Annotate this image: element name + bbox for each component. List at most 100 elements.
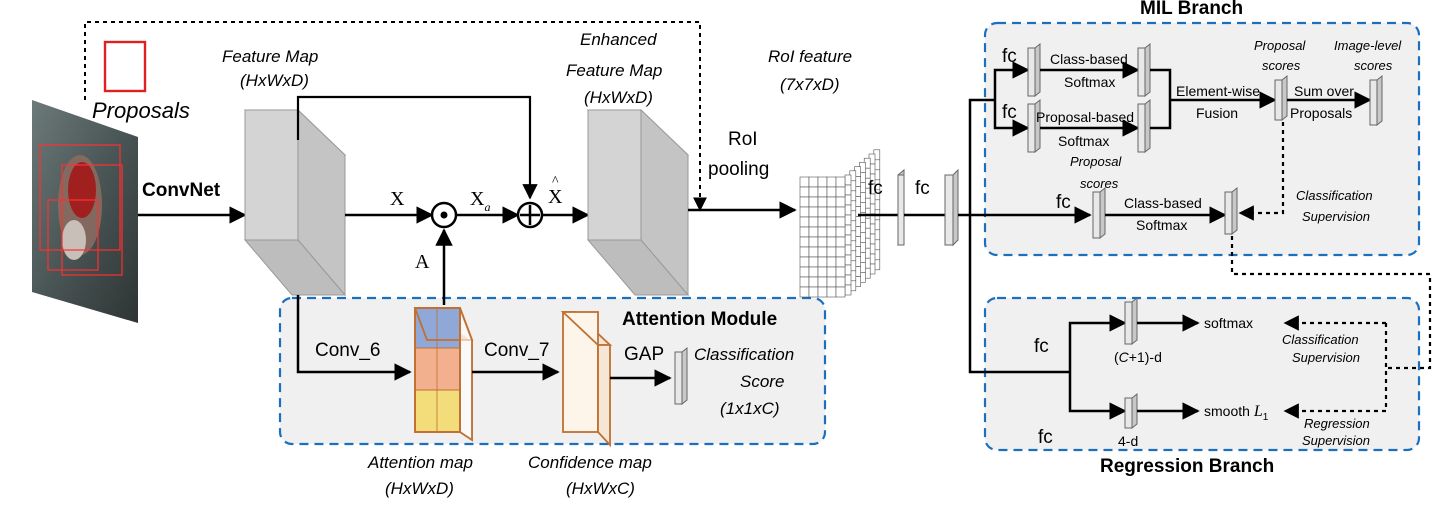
roi-grid-cell [835, 276, 846, 288]
roi-grid-cell [826, 216, 837, 228]
sum-proposals-label: Proposals [1290, 105, 1352, 121]
proposal-scores-label-2: scores [1262, 58, 1301, 73]
elementwise-add-icon [516, 201, 544, 229]
roi-grid-cell [817, 186, 828, 198]
mil-fc-label-3: fc [1056, 192, 1071, 213]
mil-fc-label-1: fc [1002, 46, 1017, 67]
roi-grid-cell [808, 236, 819, 248]
mil-fc-block-3 [1092, 186, 1106, 240]
roi-grid-cell [817, 246, 828, 258]
attention-module-title: Attention Module [622, 309, 777, 330]
feature-map-dim: (HxWxD) [240, 71, 309, 90]
roi-grid-cell [835, 246, 846, 258]
roi-feature-dim: (7x7xD) [780, 75, 840, 94]
roi-pool-label-2: pooling [708, 159, 769, 180]
input-image [32, 100, 138, 323]
fc-layer-2 [944, 168, 959, 247]
reg-box-block [1124, 392, 1138, 430]
roi-grid-cell [826, 276, 837, 288]
regression-branch-title: Regression Branch [1100, 456, 1274, 477]
fc-label-1: fc [868, 178, 883, 199]
reg-cls-block [1124, 296, 1138, 346]
proposal-scores-label-1: Proposal [1254, 38, 1306, 53]
roi-grid-cell [817, 276, 828, 288]
roi-grid-cell [808, 276, 819, 288]
fusion-label: Fusion [1196, 105, 1238, 121]
cls-score-label-1: Classification [694, 345, 794, 364]
roi-grid-cell [826, 176, 837, 188]
mil-softmax-block-2 [1137, 98, 1151, 154]
x-label: X [390, 188, 405, 210]
roi-grid-cell [799, 196, 810, 208]
roi-grid-cell [817, 196, 828, 208]
classification-score-block [674, 346, 688, 406]
proposal-softmax-label: Softmax [1058, 133, 1109, 149]
proposals-label: Proposals [92, 98, 190, 123]
image-level-label-1: Image-level [1334, 38, 1402, 53]
roi-grid-cell [844, 254, 852, 266]
roi-grid-cell [808, 216, 819, 228]
roi-grid-cell [808, 256, 819, 268]
reg-fc-label-2: fc [1038, 427, 1053, 448]
enhanced-dim: (HxWxD) [584, 88, 653, 107]
attention-map-block [413, 307, 474, 442]
roi-grid-cell [826, 246, 837, 258]
roi-grid-cell [808, 186, 819, 198]
mil-softmax-block-3 [1224, 186, 1238, 236]
roi-grid-cell [844, 274, 852, 286]
roi-grid-cell [835, 196, 846, 208]
roi-grid-cell [817, 256, 828, 268]
roi-grid-cell [808, 196, 819, 208]
roi-grid-cell [808, 176, 819, 188]
roi-grid-cell [844, 234, 852, 246]
roi-grid-cell [835, 236, 846, 248]
proposal-scores-label-3: Proposal [1070, 154, 1122, 169]
c-plus-1-label: (C+1)-d [1114, 349, 1162, 365]
attention-map-label-2: (HxWxD) [385, 479, 454, 498]
roi-grid-cell [844, 184, 852, 196]
roi-grid-cell [826, 286, 837, 298]
sum-over-label: Sum over [1294, 83, 1354, 99]
proposal-box-icon [103, 40, 147, 93]
roi-grid-cell [835, 216, 846, 228]
proposal-scores-block [1274, 74, 1288, 122]
four-d-label: 4-d [1118, 433, 1138, 449]
roi-grid-cell [799, 186, 810, 198]
roi-grid-cell [826, 236, 837, 248]
roi-feature-label: RoI feature [768, 47, 852, 66]
roi-grid-cell [835, 186, 846, 198]
enhanced-label-1: Enhanced [580, 30, 657, 49]
roi-grid-cell [826, 226, 837, 238]
roi-grid-cell [799, 226, 810, 238]
mil-cls-supervision-1: Classification [1296, 188, 1373, 203]
fc-label-2: fc [915, 178, 930, 199]
reg-supervision-2: Supervision [1302, 433, 1370, 448]
roi-grid-cell [844, 204, 852, 216]
roi-grid-cell [835, 266, 846, 278]
roi-grid-cell [844, 214, 852, 226]
roi-grid-cell [835, 256, 846, 268]
class-based-label-2: Class-based [1124, 195, 1202, 211]
confidence-map-label-2: (HxWxC) [566, 479, 635, 498]
roi-grid-cell [826, 266, 837, 278]
roi-grid-cell [817, 206, 828, 218]
conv6-label: Conv_6 [315, 340, 381, 361]
fc-layer-1 [897, 168, 905, 247]
roi-grid-cell [799, 236, 810, 248]
roi-grid-cell [835, 176, 846, 188]
roi-grid-cell [844, 284, 852, 296]
roi-grid-cell [799, 176, 810, 188]
roi-grid-cell [817, 226, 828, 238]
roi-grid-cell [799, 206, 810, 218]
image-level-scores-block [1369, 74, 1383, 127]
feature-map-block [243, 108, 347, 297]
xhat-accent: ^ [552, 174, 559, 189]
roi-grid-cell [799, 286, 810, 298]
image-level-label-2: scores [1354, 58, 1393, 73]
softmax-output-label: softmax [1204, 315, 1253, 331]
roi-grid-cell [835, 286, 846, 298]
roi-grid-cell [844, 194, 852, 206]
reg-supervision-1: Regression [1304, 416, 1370, 431]
roi-grid-cell [844, 244, 852, 256]
